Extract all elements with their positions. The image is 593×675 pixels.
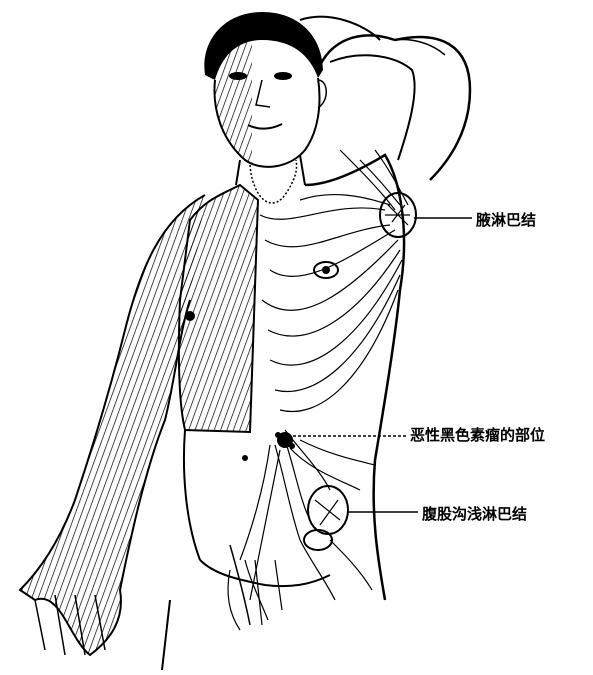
navel <box>242 455 248 461</box>
pelvis-line <box>200 560 330 586</box>
inguinal-node-label: 腹股沟浅淋巴结 <box>422 505 527 523</box>
torso-right-outline <box>305 155 404 600</box>
waist-left <box>184 430 200 560</box>
melanoma-site <box>275 432 406 449</box>
nose <box>256 80 270 107</box>
left-eye <box>229 72 247 80</box>
mouth <box>248 124 282 129</box>
head <box>204 12 326 167</box>
melanoma-site-label: 恶性黑色素瘤的部位 <box>410 426 545 444</box>
left-nipple <box>185 311 195 321</box>
left-arm <box>20 195 205 655</box>
inguinal-lymph-nodes <box>304 486 418 550</box>
torso-shaded-half <box>179 185 258 432</box>
axillary-node-label: 腋淋巴结 <box>476 211 536 229</box>
torso <box>162 155 404 670</box>
right-eye <box>274 72 292 80</box>
